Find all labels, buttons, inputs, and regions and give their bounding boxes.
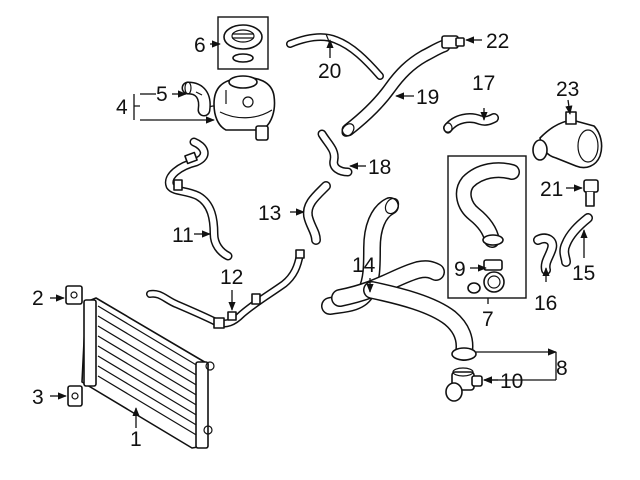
part-5-tank-hose <box>181 81 211 117</box>
callout-2: 2 <box>32 287 44 310</box>
callout-9: 9 <box>454 258 466 281</box>
callout-16: 16 <box>534 292 557 315</box>
callout-4: 4 <box>116 96 128 119</box>
callout-8: 8 <box>556 357 568 380</box>
callout-15: 15 <box>572 262 595 285</box>
callout-22: 22 <box>486 30 509 53</box>
callout-20: 20 <box>318 60 341 83</box>
part-19-bypass-hose <box>341 39 451 137</box>
part-16-small-hose <box>533 233 558 275</box>
part-23-coolant-flange <box>532 111 603 169</box>
callout-1: 1 <box>130 428 142 451</box>
callout-19: 19 <box>416 86 439 109</box>
callout-10: 10 <box>500 370 523 393</box>
part-1-radiator <box>81 297 215 449</box>
part-22-hose-connector <box>441 35 465 49</box>
callout-17: 17 <box>472 72 495 95</box>
part-2-bracket <box>65 285 83 305</box>
part-6-reservoir-cap <box>217 16 269 70</box>
part-8-coolant-hose <box>363 281 477 361</box>
callout-5: 5 <box>156 83 168 106</box>
callout-numbers: 1 2 3 4 5 6 7 8 9 10 11 12 13 14 15 16 1… <box>32 30 595 451</box>
part-12-coolant-pipe <box>146 249 305 329</box>
callout-13: 13 <box>258 202 281 225</box>
part-13-small-hose <box>302 181 331 245</box>
part-21-hose-fitting <box>583 179 599 207</box>
part-10-tee-connector <box>445 367 483 402</box>
leader-lines <box>50 36 588 428</box>
callout-11: 11 <box>172 224 194 247</box>
callout-14: 14 <box>352 254 376 277</box>
callout-7: 7 <box>482 308 494 331</box>
part-4-expansion-tank <box>206 75 276 141</box>
part-3-bracket <box>67 385 83 407</box>
callout-6: 6 <box>194 34 206 57</box>
part-18-bent-hose <box>317 129 353 177</box>
callout-12: 12 <box>220 266 243 289</box>
callout-18: 18 <box>368 156 391 179</box>
callout-21: 21 <box>540 178 563 201</box>
callout-23: 23 <box>556 78 579 101</box>
part-15-small-hose <box>559 213 593 267</box>
part-17-small-hose <box>443 113 499 134</box>
callout-3: 3 <box>32 386 44 409</box>
part-11-vent-hose <box>164 137 233 261</box>
part-7-radiator-hose-kit <box>447 155 527 299</box>
